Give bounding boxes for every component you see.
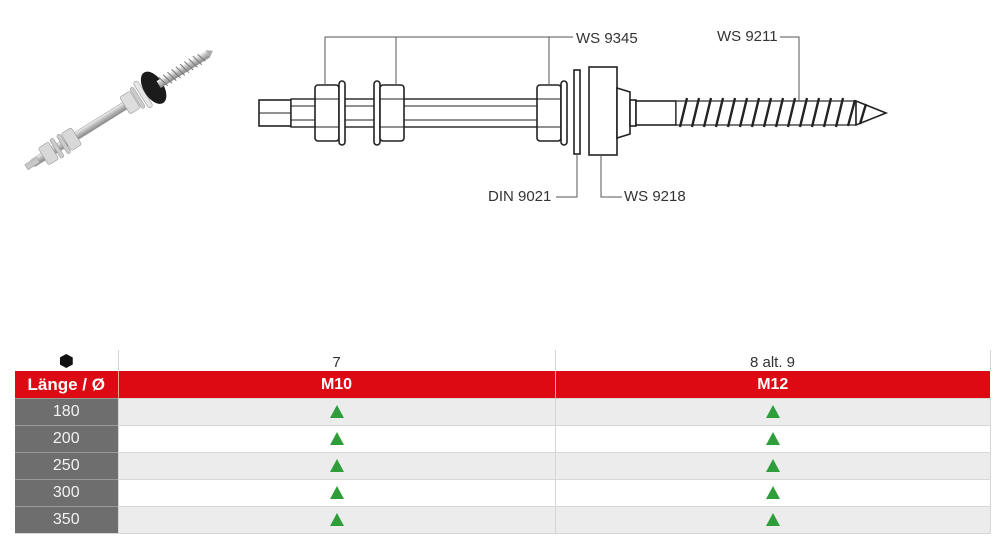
available-triangle-icon [765,459,780,473]
table-header-row: Länge / Ø M10 M12 [15,371,990,399]
table-row: 300 [15,479,991,507]
available-triangle-icon [329,432,344,446]
table-row: 250 [15,452,991,480]
drive-size-m10: 7 [117,350,555,371]
length-cell: 180 [15,398,118,426]
available-triangle-icon [329,513,344,527]
label-din-9021: DIN 9021 [488,188,552,205]
available-triangle-icon [765,513,780,527]
hanger-bolt-technical-drawing [258,36,889,198]
table-row: 350 [15,506,991,534]
diameter-m10-header: M10 [118,371,556,399]
label-ws-9345: WS 9345 [576,30,638,47]
length-cell: 350 [15,506,118,534]
available-triangle-icon [329,486,344,500]
available-triangle-icon [765,432,780,446]
length-cell: 200 [15,425,118,453]
diameter-m12-header: M12 [555,371,990,399]
label-ws-9218: WS 9218 [624,188,686,205]
drive-size-m12: 8 alt. 9 [554,350,991,371]
length-cell: 300 [15,479,118,507]
available-triangle-icon [765,405,780,419]
table-row: 200 [15,425,991,453]
hanger-bolt-photo [24,50,213,171]
hexagon-icon [59,354,73,368]
available-triangle-icon [329,459,344,473]
length-diameter-header: Länge / Ø [15,371,119,399]
available-triangle-icon [329,405,344,419]
length-cell: 250 [15,452,118,480]
table-row: 180 [15,398,991,426]
label-ws-9211: WS 9211 [717,28,778,45]
available-triangle-icon [765,486,780,500]
size-availability-table: 7 8 alt. 9 Länge / Ø M10 M12 180 200 250… [15,350,991,534]
drive-size-row: 7 8 alt. 9 [15,350,991,371]
